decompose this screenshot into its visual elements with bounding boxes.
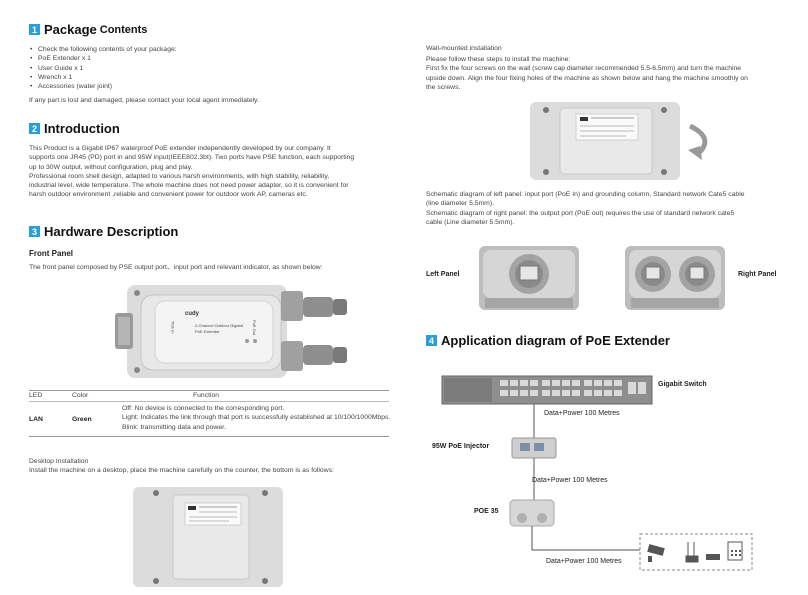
- text-line: Off: No device is connected to the corre…: [122, 405, 285, 412]
- list-item: Accessories (water joint): [29, 82, 399, 92]
- text-line: Blink: transmitting data and power.: [122, 423, 226, 431]
- intro-text: This Product is a Gigabit IP67 waterproo…: [29, 144, 404, 200]
- table-header-rule: [29, 401, 389, 402]
- section-title: Introduction: [44, 121, 120, 136]
- section-number: 1: [29, 24, 40, 35]
- section-4-heading: 4 Application diagram of PoE Extender: [426, 333, 670, 348]
- list-item: Check the following contents of your pac…: [29, 45, 399, 55]
- gigabit-switch-label: Gigabit Switch: [658, 381, 707, 388]
- text-line: the screws.: [426, 83, 461, 91]
- front-panel-title: Front Panel: [29, 249, 74, 258]
- table-cell-color: Green: [72, 416, 92, 423]
- link-label-2: Data+Power 100 Metres: [532, 477, 608, 484]
- table-header-color: Color: [72, 392, 89, 399]
- table-header-led: LED: [29, 392, 43, 399]
- right-panel-label: Right Panel: [738, 271, 777, 278]
- right-panel-image: [625, 246, 725, 310]
- text-line: This Product is a Gigabit IP67 waterproo…: [29, 145, 331, 152]
- text-line: First fix the four screws on the wall (s…: [426, 65, 742, 73]
- link-label-1: Data+Power 100 Metres: [544, 410, 620, 417]
- section-title: Hardware Description: [44, 224, 179, 239]
- table-bottom-rule: [29, 436, 389, 437]
- section-number: 2: [29, 123, 40, 134]
- text-line: Professional room shell design, adapted …: [29, 172, 330, 180]
- section-subtitle: Contents: [99, 23, 148, 36]
- section-3-heading: 3 Hardware Description: [29, 224, 178, 239]
- package-note: If any part is lost and damaged, please …: [29, 97, 259, 104]
- device-port-in-label: PoE In: [170, 321, 176, 334]
- desktop-install-desc: Install the machine on a desktop, place …: [29, 467, 334, 474]
- text-line: up to 30W output, without configuration,…: [29, 163, 193, 171]
- device-name-2: PoE Extender: [195, 329, 220, 334]
- section-number: 3: [29, 226, 40, 237]
- list-item: PoE Extender x 1: [29, 54, 399, 64]
- text-line: (line diameter 5.5mm).: [426, 200, 494, 208]
- wall-mount-image: [530, 100, 720, 182]
- device-brand: cudy: [185, 311, 200, 317]
- text-line: Light: Indicates the link through that p…: [122, 414, 391, 422]
- text-line: industrial level, wide temperature. The …: [29, 182, 349, 190]
- table-top-rule: [29, 390, 389, 391]
- schematic-text: Schematic diagram of left panel: input p…: [426, 190, 801, 227]
- section-2-heading: 2 Introduction: [29, 121, 120, 136]
- section-title: Package: [44, 22, 97, 37]
- section-number: 4: [426, 335, 437, 346]
- section-1-heading: 1 Package Contents: [29, 22, 147, 37]
- package-list: Check the following contents of your pac…: [29, 45, 399, 92]
- left-panel-label: Left Panel: [426, 271, 460, 278]
- table-cell-function: Off: No device is connected to the corre…: [122, 404, 392, 432]
- front-panel-desc: The front panel composed by PSE output p…: [29, 264, 323, 271]
- poe35-label: POE 35: [474, 508, 499, 515]
- list-item: Wrench x 1: [29, 73, 399, 83]
- text-line: Schematic diagram of right panel: the ou…: [426, 209, 735, 217]
- section-title: Application diagram of PoE Extender: [441, 333, 670, 348]
- injector-label: 95W PoE Injector: [432, 443, 490, 450]
- application-diagram: Gigabit Switch Data+Power 100 Metres 95W…: [430, 370, 770, 592]
- text-line: Please follow these steps to install the…: [426, 56, 571, 63]
- link-label-3: Data+Power 100 Metres: [546, 558, 622, 565]
- text-line: harsh outdoor environment ,reliable and …: [29, 191, 308, 199]
- wall-install-title: Wall-mounted installation: [426, 45, 502, 52]
- left-panel-image: [479, 246, 579, 310]
- table-cell-led: LAN: [29, 416, 43, 423]
- desktop-install-title: Desktop Installation: [29, 458, 89, 465]
- device-name-1: 2-Channel Outdoor Gigabit: [195, 323, 243, 328]
- desktop-bottom-image: [133, 487, 283, 587]
- table-header-function: Function: [193, 392, 220, 399]
- text-line: Schematic diagram of left panel: input p…: [426, 191, 745, 198]
- wall-install-text: Please follow these steps to install the…: [426, 55, 796, 92]
- text-line: cable (Line diameter 5.5mm).: [426, 218, 515, 226]
- text-line: upside down. Align the four fixing holes…: [426, 74, 748, 82]
- front-panel-device-image: cudy 2-Channel Outdoor Gigabit PoE Exten…: [115, 283, 355, 380]
- device-port-out-label: PoE Out: [252, 319, 258, 336]
- list-item: User Guide x 1: [29, 64, 399, 74]
- text-line: supports one JR45 (PD) port in and 95W i…: [29, 154, 355, 162]
